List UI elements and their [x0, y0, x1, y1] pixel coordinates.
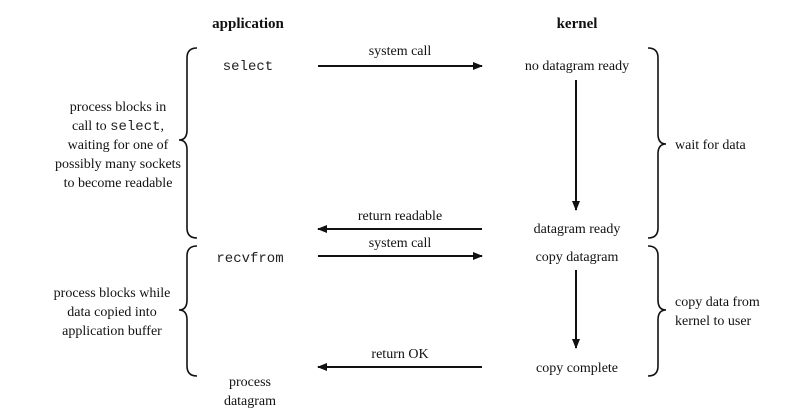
phase1-note-line2: call to select, [72, 119, 164, 135]
left-brace-phase1 [178, 47, 198, 239]
return-ok-label: return OK [371, 347, 428, 362]
phase1-note-line5: to become readable [64, 176, 173, 191]
copy-data-note-line2: kernel to user [675, 314, 752, 329]
recvfrom-call-label: recvfrom [216, 251, 283, 267]
right-brace-wait [647, 47, 667, 239]
system-call-label-1: system call [369, 44, 432, 59]
right-brace-copy [647, 245, 667, 377]
datagram-ready-label: datagram ready [534, 222, 621, 237]
wait-for-data-label: wait for data [675, 138, 747, 153]
system-call-label-2: system call [369, 236, 432, 251]
phase1-note-line1: process blocks in [70, 100, 166, 115]
copy-datagram-label: copy datagram [536, 250, 619, 265]
process-datagram-label-line1: process [229, 375, 271, 390]
process-datagram-label-line2: datagram [224, 394, 276, 409]
phase1-note-line2-code: select [110, 119, 160, 135]
phase2-note-line1: process blocks while [54, 286, 171, 301]
phase2-note-line3: application buffer [62, 324, 162, 339]
left-brace-phase2 [178, 245, 198, 377]
phase2-note-line2: data copied into [67, 305, 156, 320]
phase1-note-line2-post: , [161, 119, 165, 134]
no-datagram-ready-label: no datagram ready [525, 59, 629, 74]
application-header: application [212, 16, 284, 32]
return-readable-label: return readable [358, 209, 442, 224]
phase1-note-line2-pre: call to [72, 119, 110, 134]
select-call-label: select [223, 59, 273, 75]
kernel-header: kernel [557, 16, 598, 32]
phase1-note-line4: possibly many sockets [55, 157, 181, 172]
copy-data-note-line1: copy data from [675, 295, 760, 310]
copy-complete-label: copy complete [536, 361, 618, 376]
phase1-note-line3: waiting for one of [68, 138, 169, 153]
